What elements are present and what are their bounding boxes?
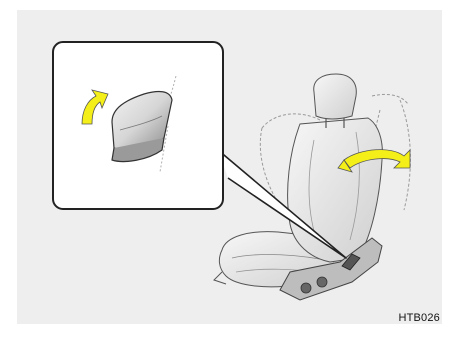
inset-detail-box: [53, 42, 223, 209]
tilt-knob-icon: [317, 277, 327, 287]
height-knob-icon: [301, 283, 311, 293]
figure-code-label: HTB026: [398, 312, 440, 324]
